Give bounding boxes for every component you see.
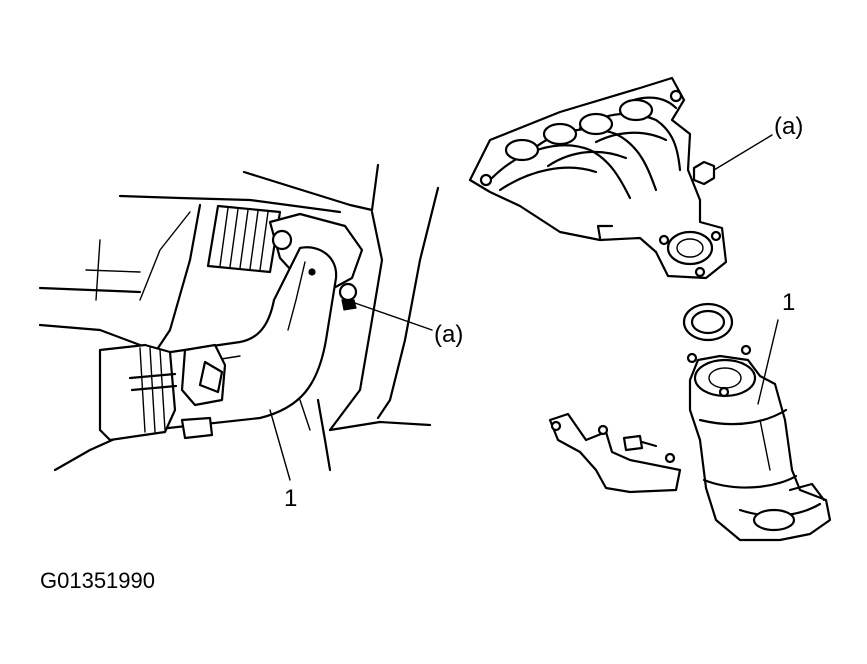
gasket xyxy=(682,302,734,342)
catalytic-converter xyxy=(686,344,832,542)
label-part-right: 1 xyxy=(782,289,795,316)
label-nut-right: (a) xyxy=(774,113,803,140)
support-bracket xyxy=(548,412,682,494)
figure-code: G01351990 xyxy=(40,568,155,593)
exhaust-manifold xyxy=(468,76,728,280)
left-installed-view xyxy=(38,163,440,472)
leader-lines xyxy=(269,134,779,481)
label-part-left: 1 xyxy=(284,485,297,512)
label-nut-left: (a) xyxy=(434,321,463,348)
